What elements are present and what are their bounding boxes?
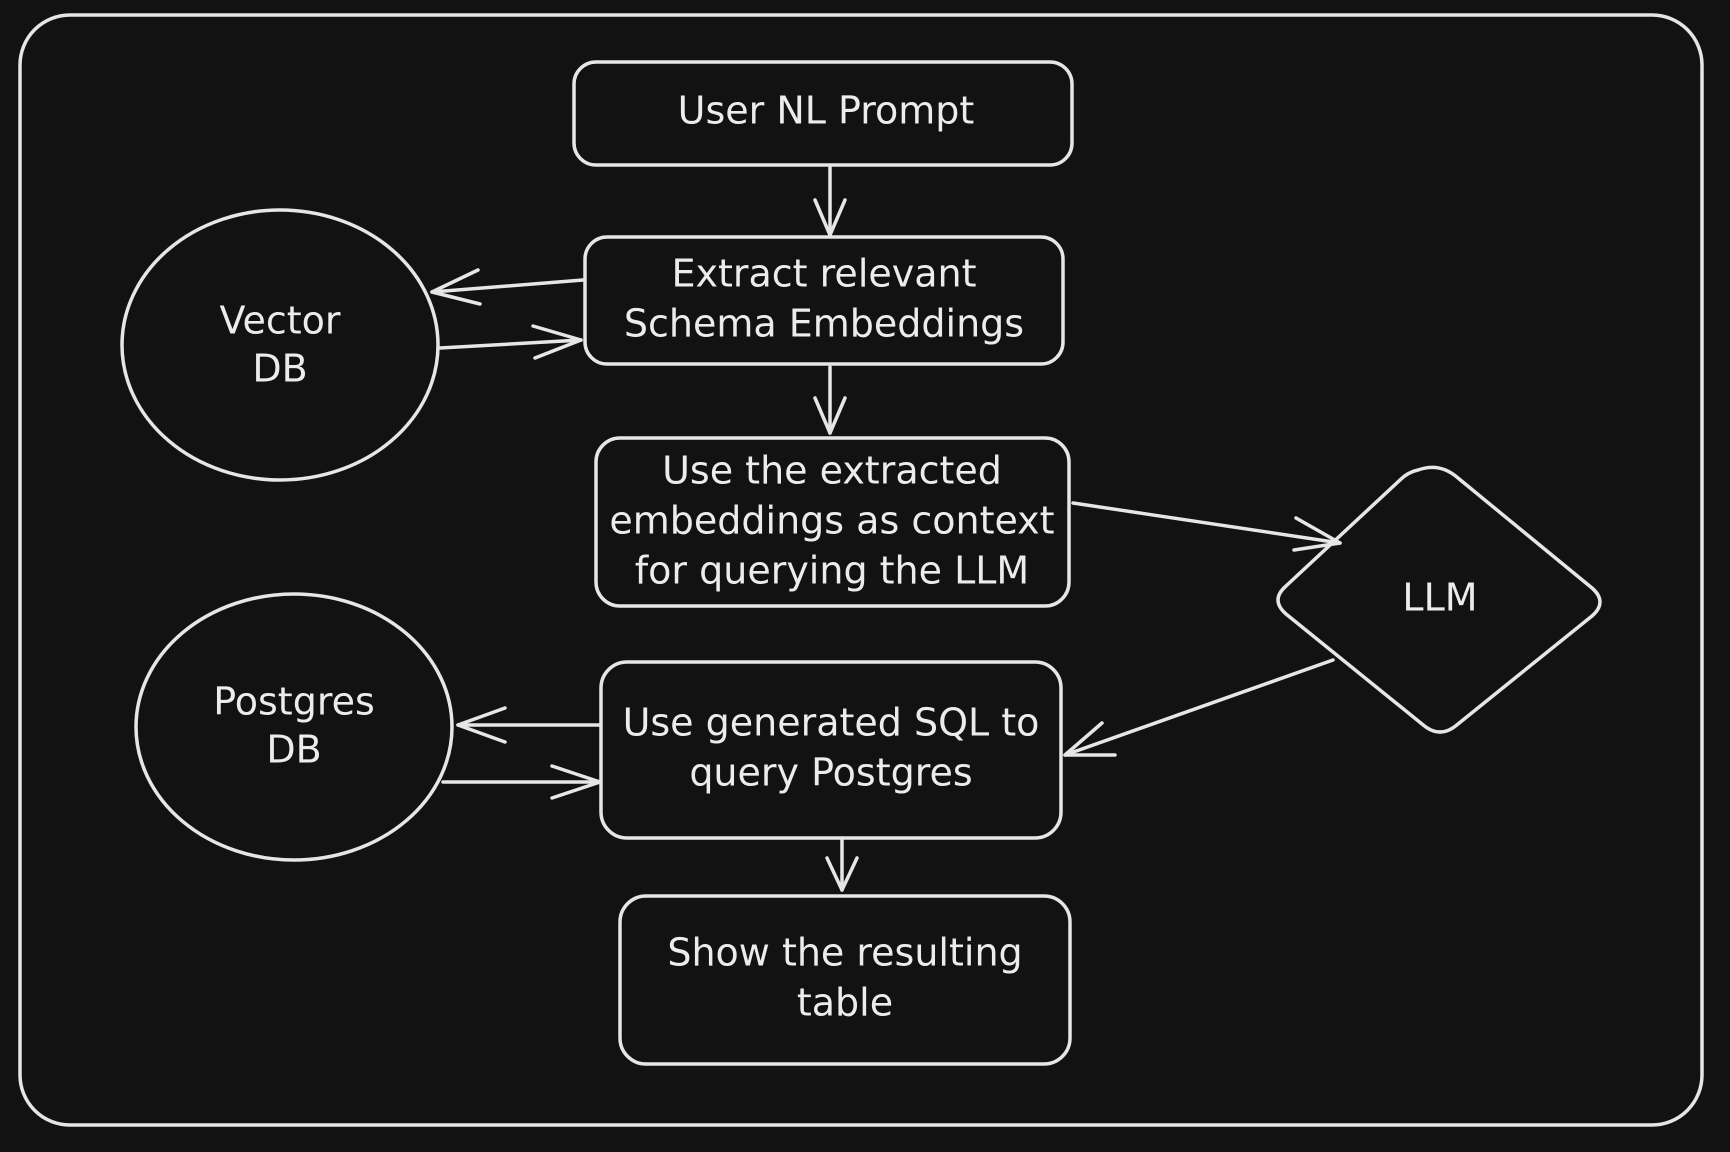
node-extract-embeddings: Extract relevant Schema Embeddings <box>583 235 1065 366</box>
node-user-prompt: User NL Prompt <box>572 60 1074 167</box>
outer-frame <box>18 13 1704 1127</box>
node-extract-line-2: Schema Embeddings <box>624 302 1024 346</box>
node-use-sql-line-2: query Postgres <box>689 751 972 795</box>
node-llm-label: LLM <box>1402 576 1477 620</box>
node-show-table-line-2: table <box>797 981 893 1025</box>
node-use-context-line-1: Use the extracted <box>662 449 1002 493</box>
node-vector-db-line-2: DB <box>252 347 307 391</box>
arrow-prompt-to-extract <box>813 163 847 237</box>
node-use-context: Use the extracted embeddings as context … <box>594 436 1071 608</box>
arrow-extract-to-vectordb <box>430 268 585 306</box>
node-postgres-db: Postgres DB <box>134 592 454 862</box>
node-extract-line-1: Extract relevant <box>671 252 976 296</box>
node-vector-db: Vector DB <box>120 208 440 482</box>
arrow-vectordb-to-extract <box>438 324 583 360</box>
node-postgres-db-line-2: DB <box>266 728 321 772</box>
node-use-context-line-3: for querying the LLM <box>635 549 1029 593</box>
arrow-sql-to-postgres <box>456 706 602 744</box>
node-user-prompt-label: User NL Prompt <box>678 89 975 133</box>
node-show-table: Show the resulting table <box>618 894 1072 1066</box>
node-use-context-line-2: embeddings as context <box>609 499 1054 543</box>
node-postgres-db-line-1: Postgres <box>213 680 375 724</box>
arrow-llm-to-sql <box>1063 658 1335 757</box>
node-llm: LLM <box>1276 465 1602 734</box>
node-use-sql-line-1: Use generated SQL to <box>623 701 1040 745</box>
arrow-extract-to-context <box>813 365 847 435</box>
node-vector-db-line-1: Vector <box>219 299 340 343</box>
arrow-sql-to-table <box>825 836 859 892</box>
node-show-table-line-1: Show the resulting <box>667 931 1022 975</box>
arrow-context-to-llm <box>1071 501 1342 552</box>
arrow-postgres-to-sql <box>441 764 602 800</box>
node-use-sql: Use generated SQL to query Postgres <box>599 660 1063 840</box>
